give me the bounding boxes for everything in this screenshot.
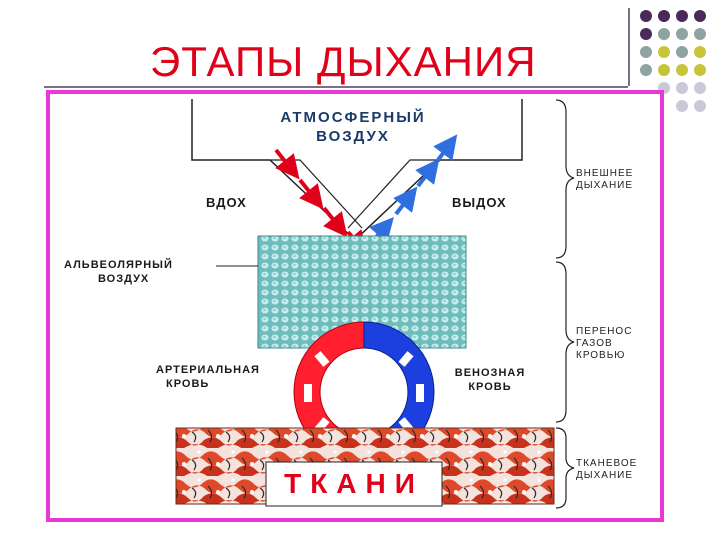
venous-label-line: ВЕНОЗНАЯ (440, 366, 540, 380)
arterial-label: АРТЕРИАЛЬНАЯ КРОВЬ (136, 363, 280, 391)
stage-label-external: ВНЕШНЕЕ ДЫХАНИЕ (576, 168, 633, 192)
atmosphere-label-line: ВОЗДУХ (238, 127, 468, 146)
stage-label-transport: ПЕРЕНОС ГАЗОВ КРОВЬЮ (576, 326, 632, 362)
stage-label-line: ДЫХАНИЕ (576, 470, 637, 482)
brace-external (556, 100, 574, 258)
stage-label-line: ДЫХАНИЕ (576, 180, 633, 192)
stage-label-line: ПЕРЕНОС (576, 326, 632, 338)
stage-label-line: ТКАНЕВОЕ (576, 458, 637, 470)
exhale-label: ВЫДОХ (452, 196, 507, 210)
venous-label: ВЕНОЗНАЯ КРОВЬ (440, 366, 540, 394)
inhale-label: ВДОХ (206, 196, 247, 210)
atmosphere-label: АТМОСФЕРНЫЙ ВОЗДУХ (238, 108, 468, 146)
arterial-label-line: АРТЕРИАЛЬНАЯ (136, 363, 280, 377)
atmosphere-label-line: АТМОСФЕРНЫЙ (238, 108, 468, 127)
alveolar-label: АЛЬВЕОЛЯРНЫЙ ВОЗДУХ (64, 258, 173, 286)
brace-transport (556, 262, 574, 422)
alveolar-label-line: ВОЗДУХ (64, 272, 173, 286)
arterial-label-line: КРОВЬ (136, 377, 280, 391)
stage-label-line: ВНЕШНЕЕ (576, 168, 633, 180)
alveolar-label-line: АЛЬВЕОЛЯРНЫЙ (64, 258, 173, 272)
stage-label-line: КРОВЬЮ (576, 350, 632, 362)
brace-tissue (556, 428, 574, 508)
venous-label-line: КРОВЬ (440, 380, 540, 394)
stage-label-tissue: ТКАНЕВОЕ ДЫХАНИЕ (576, 458, 637, 482)
stage-label-line: ГАЗОВ (576, 338, 632, 350)
tissues-label: ТКАНИ (266, 466, 442, 502)
